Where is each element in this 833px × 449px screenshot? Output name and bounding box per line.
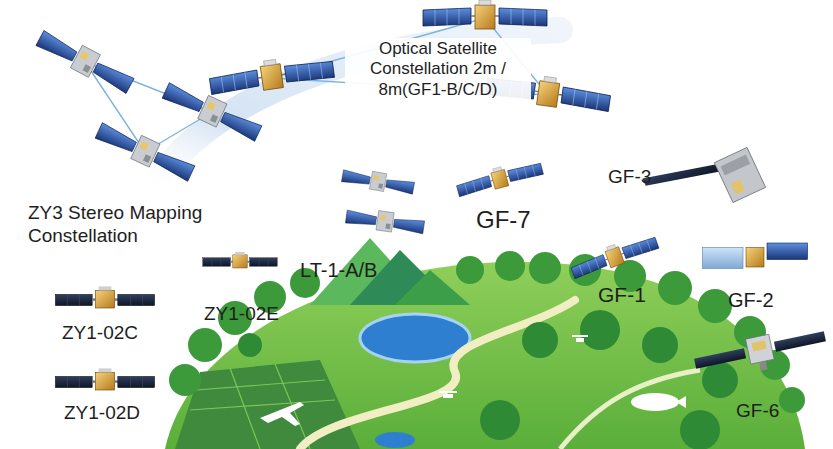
satellites bbox=[423, 0, 547, 29]
satellites bbox=[34, 0, 829, 390]
satellites bbox=[642, 133, 765, 233]
satellites bbox=[642, 148, 718, 202]
earth-ground bbox=[560, 370, 700, 449]
trees bbox=[480, 400, 520, 440]
satellites bbox=[694, 348, 746, 369]
trees bbox=[680, 410, 720, 449]
satellites bbox=[208, 52, 335, 98]
satellites bbox=[692, 323, 829, 384]
earth-ground bbox=[196, 380, 325, 390]
satellites bbox=[752, 340, 767, 351]
aircraft bbox=[676, 396, 686, 408]
satellite-label: ZY1-02D bbox=[64, 402, 140, 425]
satellite-label: LT-1-A/B bbox=[300, 258, 377, 282]
satellites bbox=[455, 157, 544, 199]
aircraft bbox=[631, 393, 679, 411]
aircraft bbox=[439, 392, 457, 398]
satellite-label: GF-2 bbox=[728, 288, 774, 312]
satellites bbox=[746, 248, 764, 268]
constellation-links bbox=[85, 18, 548, 152]
satellite-label: GF-6 bbox=[736, 400, 779, 423]
trees bbox=[169, 364, 201, 396]
satellite-label: ZY1-02E bbox=[204, 303, 279, 326]
satellites bbox=[55, 286, 154, 308]
trees bbox=[188, 328, 222, 362]
trees bbox=[238, 333, 262, 357]
aircraft bbox=[439, 391, 457, 393]
satellite-label: GF-3 bbox=[608, 166, 651, 189]
earth-ground bbox=[165, 262, 805, 449]
satellites bbox=[161, 78, 264, 144]
trees bbox=[702, 362, 738, 398]
satellites bbox=[345, 206, 425, 236]
satellites bbox=[569, 231, 660, 281]
aircraft bbox=[572, 335, 588, 337]
satellites bbox=[714, 147, 765, 202]
constellation-label: Optical Satellite Constellation 2m / 8m(… bbox=[345, 38, 531, 101]
satellites bbox=[703, 248, 744, 269]
trees bbox=[456, 256, 484, 284]
satellites bbox=[746, 334, 775, 364]
satellites bbox=[721, 155, 751, 176]
trees bbox=[522, 322, 558, 358]
aircraft bbox=[260, 336, 686, 426]
satellites bbox=[203, 252, 277, 268]
satellites bbox=[34, 26, 136, 96]
trees bbox=[658, 271, 692, 305]
earth-ground bbox=[190, 400, 335, 410]
satellites bbox=[731, 179, 745, 194]
satellite-label: GF-7 bbox=[476, 206, 531, 235]
trees bbox=[495, 251, 525, 281]
satellites bbox=[94, 118, 197, 184]
satellites bbox=[341, 166, 415, 196]
satellites bbox=[703, 243, 808, 269]
earth-ground bbox=[230, 368, 260, 449]
orbit-arc bbox=[150, 30, 560, 190]
satellites bbox=[55, 368, 154, 390]
satellites bbox=[759, 361, 767, 371]
trees bbox=[529, 252, 561, 284]
aircraft bbox=[260, 402, 304, 426]
trees bbox=[698, 289, 732, 323]
earth-ground bbox=[175, 360, 360, 449]
earth-ground bbox=[300, 300, 575, 449]
earth-ground bbox=[165, 238, 805, 449]
aircraft bbox=[576, 338, 584, 342]
aircraft bbox=[572, 336, 588, 342]
satellites bbox=[767, 243, 808, 260]
aircraft bbox=[443, 394, 453, 398]
satellite-label: ZY1-02C bbox=[62, 322, 138, 345]
trees bbox=[642, 327, 678, 363]
satellite-label: GF-1 bbox=[598, 282, 646, 307]
trees bbox=[169, 251, 805, 449]
earth-ground bbox=[375, 432, 415, 448]
trees bbox=[779, 387, 805, 413]
satellites bbox=[774, 331, 826, 352]
orbit-arc bbox=[150, 30, 560, 190]
constellation-label: ZY3 Stereo Mapping Constellation bbox=[28, 202, 233, 248]
trees bbox=[580, 310, 620, 350]
